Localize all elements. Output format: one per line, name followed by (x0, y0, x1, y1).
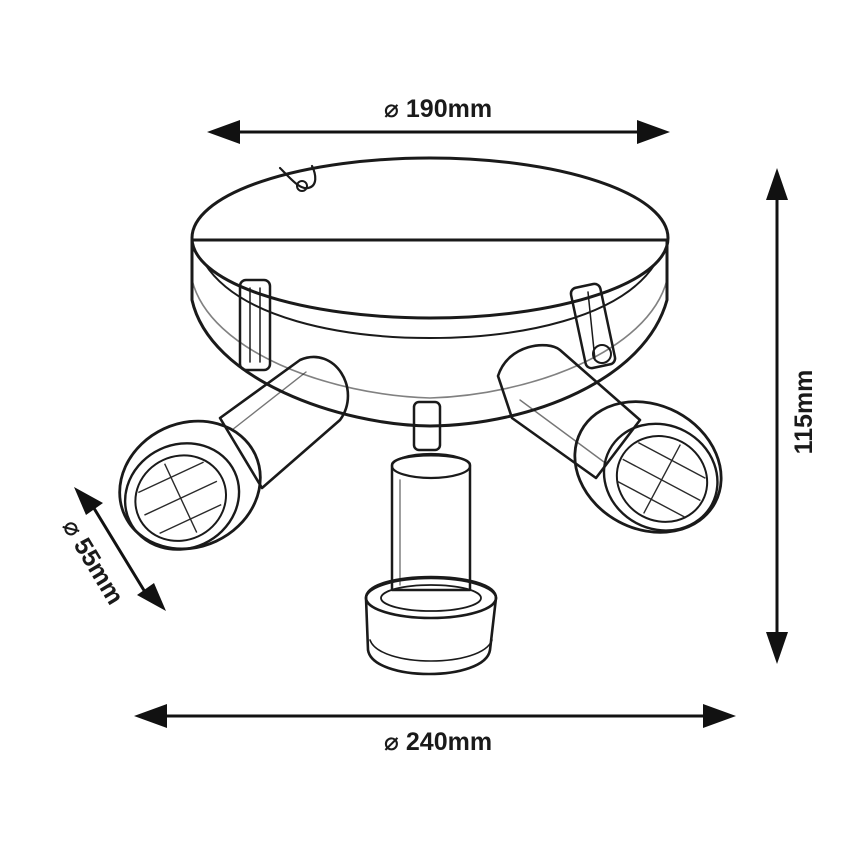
arrowhead-up-left-icon (74, 487, 103, 515)
arrowhead-up-icon (766, 168, 788, 200)
top-diameter-dimension: ⌀ 190mm (207, 95, 670, 144)
bottom-diameter-label: ⌀ 240mm (384, 728, 492, 756)
arrowhead-right-icon (703, 704, 736, 728)
top-diameter-label: ⌀ 190mm (384, 95, 492, 123)
arrowhead-down-icon (766, 632, 788, 664)
height-dimension: 115mm (766, 168, 818, 664)
left-spot (118, 355, 350, 551)
right-bracket (569, 282, 617, 370)
arrowhead-down-right-icon (137, 583, 166, 611)
ceiling-plate (190, 156, 670, 428)
height-label: 115mm (790, 370, 818, 455)
spot-diameter-dimension: ⌀ 55mm (57, 487, 166, 611)
spot-diameter-label: ⌀ 55mm (57, 514, 130, 609)
arrowhead-left-icon (207, 120, 240, 144)
left-bracket (238, 278, 272, 372)
bottom-diameter-dimension: ⌀ 240mm (134, 704, 736, 756)
arrowhead-right-icon (637, 120, 670, 144)
right-spot (496, 343, 723, 534)
arrowhead-left-icon (134, 704, 167, 728)
center-spot (364, 400, 498, 676)
screw-icon (296, 180, 308, 192)
